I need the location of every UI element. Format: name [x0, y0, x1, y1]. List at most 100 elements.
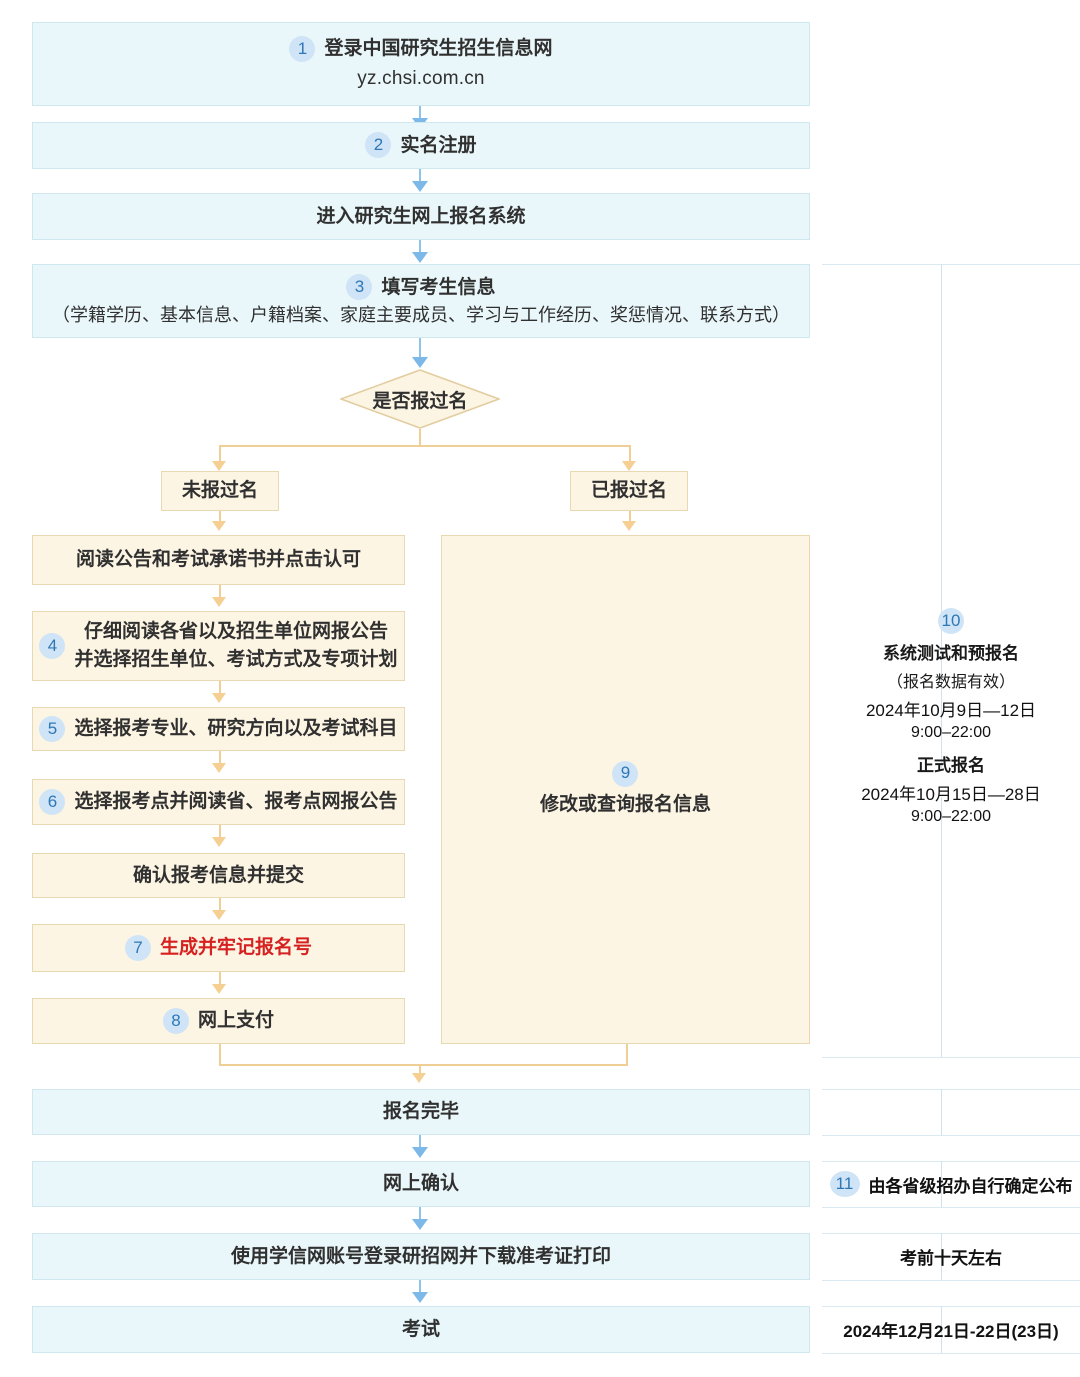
timeline-rule-d — [822, 1161, 1080, 1162]
step-badge-2: 2 — [365, 132, 392, 159]
step-login-title: 登录中国研究生招生信息网 — [324, 38, 553, 60]
timeline-rule-f — [822, 1233, 1080, 1234]
connector-1-2 — [419, 106, 421, 122]
arrow-right-label-down — [622, 521, 636, 531]
timeline-rule-i — [822, 1353, 1080, 1354]
timeline-exam-text: 2024年12月21日-22日(23日) — [843, 1322, 1059, 1341]
diamond-shape-icon — [340, 369, 500, 429]
decision-diamond: 是否报过名 — [340, 369, 500, 429]
left-step-3-label: 选择报考点并阅读省、报考点网报公告 — [74, 791, 398, 813]
tail-step-registration-complete: 报名完毕 — [32, 1089, 810, 1135]
timeline-rule-e — [822, 1207, 1080, 1208]
timeline-center-rule-cell12 — [941, 1161, 942, 1207]
tail-0-label: 报名完毕 — [382, 1101, 459, 1123]
connector-t0-t1 — [419, 1135, 421, 1149]
left-step-choose-major: 5 选择报考专业、研究方向以及考试科目 — [32, 707, 405, 751]
step-badge-11: 11 — [829, 1171, 860, 1197]
timeline-registration-time1: 9:00–22:00 — [910, 723, 992, 741]
step-fill-info-detail: （学籍学历、基本信息、户籍档案、家庭主要成员、学习与工作经历、奖惩情况、联系方式… — [52, 305, 790, 326]
merge-right-stem — [626, 1044, 628, 1066]
step-login-box: 1 登录中国研究生招生信息网 yz.chsi.com.cn — [32, 22, 810, 106]
connector-l0-l1 — [219, 585, 221, 599]
step-badge-6: 6 — [39, 788, 66, 815]
step-badge-4: 4 — [39, 633, 66, 659]
timeline-admit-card-text: 考前十天左右 — [900, 1249, 1002, 1268]
timeline-registration-title1: 系统测试和预报名 — [883, 643, 1019, 663]
left-step-read-notice: 阅读公告和考试承诺书并点击认可 — [32, 535, 405, 585]
connector-t2-t3 — [419, 1280, 421, 1294]
decision-label: 是否报过名 — [372, 390, 468, 412]
timeline-rule-top — [822, 264, 1080, 265]
arrow-t2-t3 — [412, 1292, 428, 1303]
step-badge-1: 1 — [289, 36, 316, 63]
timeline-cell-admit-card: 考前十天左右 — [822, 1233, 1080, 1280]
connector-4-decision — [419, 338, 421, 360]
timeline-rule-c — [822, 1135, 1080, 1136]
timeline-cell-registration: 10 系统测试和预报名 （报名数据有效） 2024年10月9日—12日 9:00… — [822, 599, 1080, 834]
tail-1-label: 网上确认 — [382, 1173, 459, 1195]
step-badge-9: 9 — [612, 760, 639, 787]
step-badge-8: 8 — [162, 1007, 189, 1034]
timeline-center-rule-lower — [941, 797, 942, 1057]
arrow-fork-left — [212, 461, 226, 471]
timeline-rule-b — [822, 1089, 1080, 1090]
arrow-left-label-down — [212, 521, 226, 531]
timeline-registration-date1: 2024年10月9日—12日 — [865, 700, 1037, 720]
step-badge-5: 5 — [39, 715, 66, 742]
arrow-merge-down — [412, 1073, 426, 1083]
arrow-t1-t2 — [412, 1219, 428, 1230]
timeline-registration-note: （报名数据有效） — [886, 673, 1015, 691]
step-fill-info-title: 填写考生信息 — [381, 276, 496, 298]
fork-right-drop — [629, 445, 631, 463]
merge-down-stem — [419, 1064, 421, 1076]
arrow-2-3 — [412, 181, 428, 192]
timeline-rule-g — [822, 1280, 1080, 1281]
arrow-4-decision — [412, 357, 428, 368]
left-step-5-label: 生成并牢记报名号 — [159, 937, 312, 959]
branch-label-already-registered: 已报过名 — [570, 471, 688, 511]
fork-stem — [419, 429, 421, 446]
left-step-read-announcements: 4 仔细阅读各省以及招生单位网报公告 并选择招生单位、考试方式及专项计划 — [32, 611, 405, 681]
arrow-t0-t1 — [412, 1147, 428, 1158]
step-login-url: yz.chsi.com.cn — [357, 68, 485, 89]
timeline-rule-a — [822, 1057, 1080, 1058]
connector-l2-l3 — [219, 751, 221, 765]
merge-left-stem — [219, 1044, 221, 1066]
connector-l4-l5 — [219, 898, 221, 912]
tail-3-label: 考试 — [401, 1318, 440, 1340]
step-badge-7: 7 — [124, 934, 151, 961]
left-step-confirm-submit: 确认报考信息并提交 — [32, 853, 405, 898]
fork-left-drop — [219, 445, 221, 463]
connector-3-4 — [419, 240, 421, 256]
connector-right-label-down — [629, 511, 631, 523]
timeline-center-rule-cell14 — [941, 1306, 942, 1353]
branch-left-label: 未报过名 — [181, 480, 258, 502]
arrow-l1-l2 — [212, 693, 226, 703]
tail-2-label: 使用学信网账号登录研招网并下载准考证打印 — [230, 1245, 611, 1267]
arrow-l2-l3 — [212, 763, 226, 773]
arrow-3-4 — [412, 252, 428, 263]
timeline-center-rule-upper — [941, 264, 942, 769]
left-step-1-line1: 仔细阅读各省以及招生单位网报公告 — [83, 621, 388, 643]
right-step-label: 修改或查询报名信息 — [539, 793, 711, 815]
branch-right-label: 已报过名 — [590, 480, 667, 502]
branch-label-not-registered: 未报过名 — [161, 471, 279, 511]
timeline-registration-time2: 9:00–22:00 — [910, 807, 992, 825]
connector-left-label-down — [219, 511, 221, 523]
fork-crossbar — [219, 445, 630, 447]
step-enter-system-box: 进入研究生网上报名系统 — [32, 193, 810, 240]
arrow-l4-l5 — [212, 910, 226, 920]
arrow-fork-right — [622, 461, 636, 471]
merge-crossbar — [219, 1064, 628, 1066]
tail-step-download-admit-card: 使用学信网账号登录研招网并下载准考证打印 — [32, 1233, 810, 1280]
left-step-online-payment: 8 网上支付 — [32, 998, 405, 1044]
tail-step-online-confirm: 网上确认 — [32, 1161, 810, 1207]
timeline-panel: 10 系统测试和预报名 （报名数据有效） 2024年10月9日—12日 9:00… — [822, 264, 1080, 1364]
arrow-l3-l4 — [212, 837, 226, 847]
timeline-registration-date2: 2024年10月15日—28日 — [861, 784, 1041, 804]
step-badge-3: 3 — [346, 274, 373, 301]
connector-l5-l6 — [219, 972, 221, 986]
connector-t1-t2 — [419, 1207, 421, 1221]
timeline-center-rule-cell11 — [941, 1089, 942, 1135]
step-enter-system-label: 进入研究生网上报名系统 — [316, 205, 526, 227]
